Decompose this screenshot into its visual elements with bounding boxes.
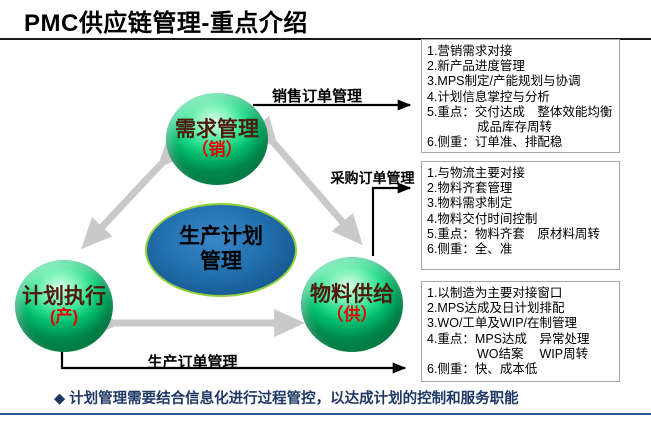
detail-line: 3.MPS制定/产能规划与协调 xyxy=(427,74,581,89)
detail-line: 2.新产品进度管理 xyxy=(427,59,525,74)
detail-line: 1.以制造为主要对接窗口 xyxy=(427,286,563,300)
detail-line: 4.重点：MPS达成 异常处理 xyxy=(427,331,590,346)
detail-line: 3.WO/工单及WIP/在制管理 xyxy=(427,316,578,331)
supply-node-label: 物料供给 xyxy=(310,283,394,307)
detail-line: 成品库存周转 xyxy=(427,120,553,135)
detail-line: 4.物料交付时间控制 xyxy=(427,211,538,226)
production-order-arrow-label: 生产订单管理 xyxy=(147,354,238,371)
demand-node-sublabel: （销） xyxy=(191,139,243,159)
detail-line: 5.重点：交付达成 整体效能均衡 xyxy=(427,104,613,119)
detail-line: 1.营销需求对接 xyxy=(427,44,513,58)
supply-detail-box: 1.与物流主要对接 2.物料齐套管理 3.物料需求制定 4.物料交付时间控制 5… xyxy=(421,161,620,270)
demand-node-label: 需求管理 xyxy=(175,117,259,141)
title-underline xyxy=(0,38,651,40)
supply-node-sublabel: （供） xyxy=(326,305,378,325)
demand-management-node: 需求管理 （销） xyxy=(166,93,268,185)
detail-line: 6.侧重：全、准 xyxy=(427,242,513,257)
detail-line: 1.与物流主要对接 xyxy=(427,166,525,180)
detail-line: 6.侧重：快、成本低 xyxy=(427,362,538,377)
execution-node-sublabel: (产) xyxy=(49,306,79,326)
purchase-order-arrow-label: 采购订单管理 xyxy=(330,170,415,186)
detail-line: 5.重点：物料齐套 原材料周转 xyxy=(427,226,600,241)
center-node-line1: 生产计划 xyxy=(179,225,263,249)
purchase-order-arrow xyxy=(371,182,412,256)
sales-order-arrow-label: 销售订单管理 xyxy=(271,88,362,105)
detail-line: WO结案 WIP周转 xyxy=(427,346,589,361)
plan-execution-node: 计划执行 (产) xyxy=(15,260,113,352)
center-node-line2: 管理 xyxy=(200,250,242,273)
detail-line: 3.物料需求制定 xyxy=(427,196,513,211)
page-title: PMC供应链管理-重点介绍 xyxy=(24,10,308,37)
production-planning-center-node: 生产计划 管理 xyxy=(145,203,297,297)
detail-line: 6.侧重：订单准、排配稳 xyxy=(427,135,563,150)
bottom-divider xyxy=(0,413,651,415)
detail-line: 2.物料齐套管理 xyxy=(427,181,513,196)
detail-line: 2.MPS达成及日计划排配 xyxy=(427,301,565,316)
footer-note: ◆ 计划管理需要结合信息化进行过程管控，以达成计划的控制和服务职能 xyxy=(54,391,519,407)
detail-line: 4.计划信息掌控与分析 xyxy=(427,89,550,104)
demand-detail-box: 1.营销需求对接 2.新产品进度管理 3.MPS制定/产能规划与协调 4.计划信… xyxy=(421,39,620,153)
execution-node-label: 计划执行 xyxy=(22,284,106,308)
production-detail-box: 1.以制造为主要对接窗口 2.MPS达成及日计划排配 3.WO/工单及WIP/在… xyxy=(421,281,620,382)
material-supply-node: 物料供给 （供） xyxy=(301,257,403,352)
